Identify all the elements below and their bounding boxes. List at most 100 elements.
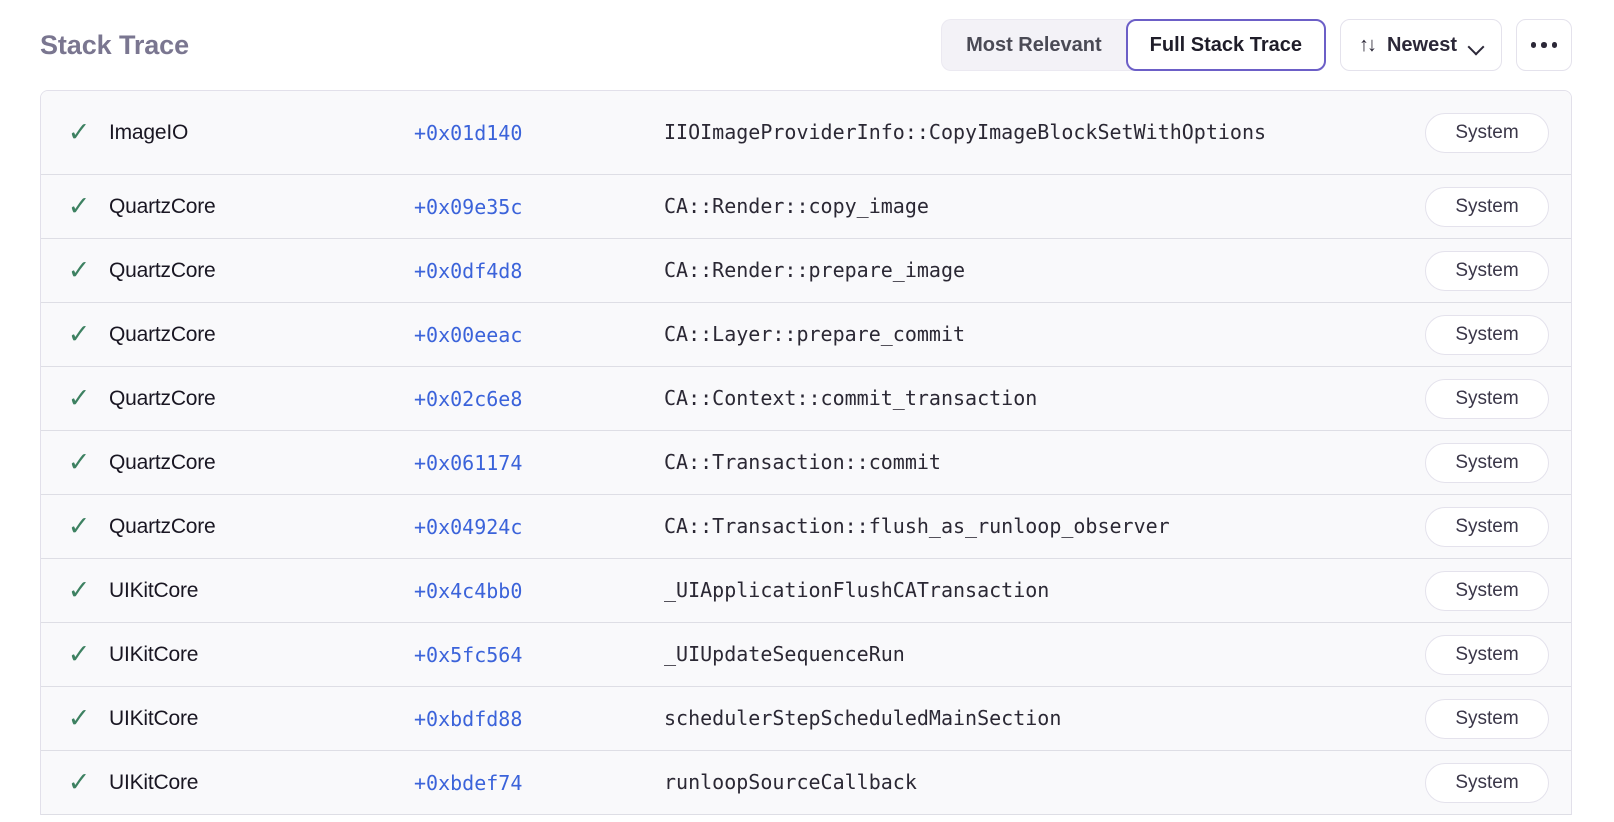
table-row[interactable]: ✓ QuartzCore +0x09e35c CA::Render::copy_ima… <box>41 175 1571 239</box>
table-row[interactable]: ✓ UIKitCore +0xbdfd88 schedulerStepSchedule… <box>41 687 1571 751</box>
row-checkbox[interactable]: ✓ <box>41 769 109 796</box>
tab-full-stack-trace[interactable]: Full Stack Trace <box>1125 19 1326 71</box>
instruction-offset-link[interactable]: +0x02c6e8 <box>414 386 523 411</box>
row-checkbox[interactable]: ✓ <box>41 705 109 732</box>
table-row[interactable]: ✓ UIKitCore +0x5fc564 _UIUpdateSequenceRun S… <box>41 623 1571 687</box>
stack-trace-table: ✓ ImageIO +0x01d140 IIOImageProviderInfo::C… <box>40 90 1572 815</box>
check-icon: ✓ <box>67 319 91 349</box>
status-badge: System <box>1425 186 1549 227</box>
check-icon: ✓ <box>67 511 91 541</box>
status-badge: System <box>1425 698 1549 739</box>
package-name: QuartzCore <box>109 450 216 474</box>
status-badge: System <box>1425 762 1549 803</box>
function-name: CA::Render::prepare_image <box>664 258 966 282</box>
instruction-offset-link[interactable]: +0x00eeac <box>414 322 523 347</box>
function-name: CA::Context::commit_transaction <box>664 386 1038 410</box>
tab-most-relevant[interactable]: Most Relevant <box>941 19 1132 71</box>
sort-button[interactable]: ↑↓ Newest <box>1339 19 1502 71</box>
badge-cell: System <box>1425 762 1549 803</box>
badge-cell: System <box>1425 570 1549 611</box>
function-name: runloopSourceCallback <box>664 770 917 794</box>
row-checkbox[interactable]: ✓ <box>41 321 109 348</box>
package-name: QuartzCore <box>109 514 216 538</box>
badge-cell: System <box>1425 186 1549 227</box>
row-checkbox[interactable]: ✓ <box>41 513 109 540</box>
badge-cell: System <box>1425 250 1549 291</box>
instruction-offset-link[interactable]: +0xbdfd88 <box>414 706 523 731</box>
package-name: UIKitCore <box>109 642 199 666</box>
view-mode-segmented-control[interactable]: Most Relevant Full Stack Trace <box>941 19 1326 71</box>
package-name: ImageIO <box>109 120 189 144</box>
function-name: CA::Transaction::commit <box>664 450 941 474</box>
table-row[interactable]: ✓ QuartzCore +0x02c6e8 CA::Context::commit_… <box>41 367 1571 431</box>
check-icon: ✓ <box>67 575 91 605</box>
function-name: CA::Layer::prepare_commit <box>664 322 966 346</box>
more-options-button[interactable] <box>1516 19 1572 71</box>
chevron-down-icon <box>1469 41 1483 50</box>
row-checkbox[interactable]: ✓ <box>41 641 109 668</box>
check-icon: ✓ <box>67 255 91 285</box>
table-row[interactable]: ✓ UIKitCore +0xbdef74 runloopSourceCallback… <box>41 751 1571 815</box>
badge-cell: System <box>1425 506 1549 547</box>
badge-cell: System <box>1425 378 1549 419</box>
sort-icon: ↑↓ <box>1358 34 1377 56</box>
row-checkbox[interactable]: ✓ <box>41 385 109 412</box>
ellipsis-icon <box>1551 42 1558 48</box>
table-row[interactable]: ✓ ImageIO +0x01d140 IIOImageProviderInfo::C… <box>41 91 1571 175</box>
check-icon: ✓ <box>67 383 91 413</box>
function-name: schedulerStepScheduledMainSection <box>664 706 1062 730</box>
function-name: CA::Transaction::flush_as_runloop_observ… <box>664 514 1170 538</box>
ellipsis-icon <box>1541 42 1547 48</box>
badge-cell: System <box>1425 442 1549 483</box>
function-name: _UIApplicationFlushCATransaction <box>664 578 1050 602</box>
status-badge: System <box>1425 378 1549 419</box>
instruction-offset-link[interactable]: +0x061174 <box>414 450 523 475</box>
status-badge: System <box>1425 634 1549 675</box>
row-checkbox[interactable]: ✓ <box>41 449 109 476</box>
check-icon: ✓ <box>67 191 91 221</box>
instruction-offset-link[interactable]: +0x09e35c <box>414 194 523 219</box>
table-row[interactable]: ✓ QuartzCore +0x0df4d8 CA::Render::prepare_… <box>41 239 1571 303</box>
package-name: QuartzCore <box>109 258 216 282</box>
instruction-offset-link[interactable]: +0x4c4bb0 <box>414 578 523 603</box>
check-icon: ✓ <box>67 767 91 797</box>
row-checkbox[interactable]: ✓ <box>41 119 109 146</box>
status-badge: System <box>1425 250 1549 291</box>
package-name: UIKitCore <box>109 706 199 730</box>
panel-header: Stack Trace Most Relevant Full Stack Tra… <box>0 0 1614 90</box>
check-icon: ✓ <box>67 117 91 147</box>
row-checkbox[interactable]: ✓ <box>41 257 109 284</box>
badge-cell: System <box>1425 698 1549 739</box>
status-badge: System <box>1425 506 1549 547</box>
status-badge: System <box>1425 112 1549 153</box>
header-actions: Most Relevant Full Stack Trace ↑↓ Newest <box>941 19 1572 71</box>
function-name: _UIUpdateSequenceRun <box>664 642 905 666</box>
badge-cell: System <box>1425 634 1549 675</box>
table-row[interactable]: ✓UIKitCore+0x4c4bb0_UIApplicationFlushCA… <box>41 559 1571 623</box>
instruction-offset-link[interactable]: +0xbdef74 <box>414 770 523 795</box>
row-checkbox[interactable]: ✓ <box>41 193 109 220</box>
function-name: CA::Render::copy_image <box>664 194 929 218</box>
package-name: QuartzCore <box>109 194 216 218</box>
function-name: IIOImageProviderInfo::CopyImageBlockSetW… <box>664 120 1267 144</box>
instruction-offset-link[interactable]: +0x0df4d8 <box>414 258 523 283</box>
check-icon: ✓ <box>67 447 91 477</box>
sort-button-label: Newest <box>1386 33 1457 56</box>
table-row[interactable]: ✓ QuartzCore +0x061174 CA::Transaction::com… <box>41 431 1571 495</box>
badge-cell: System <box>1425 112 1549 153</box>
check-icon: ✓ <box>67 703 91 733</box>
page-title: Stack Trace <box>40 29 190 60</box>
row-checkbox[interactable]: ✓ <box>41 577 109 604</box>
instruction-offset-link[interactable]: +0x01d140 <box>414 120 523 145</box>
instruction-offset-link[interactable]: +0x5fc564 <box>414 642 523 667</box>
package-name: QuartzCore <box>109 386 216 410</box>
instruction-offset-link[interactable]: +0x04924c <box>414 514 523 539</box>
check-icon: ✓ <box>67 639 91 669</box>
table-row[interactable]: ✓ QuartzCore +0x04924c CA::Transaction::flu… <box>41 495 1571 559</box>
status-badge: System <box>1425 314 1549 355</box>
status-badge: System <box>1425 442 1549 483</box>
badge-cell: System <box>1425 314 1549 355</box>
package-name: UIKitCore <box>109 770 199 794</box>
